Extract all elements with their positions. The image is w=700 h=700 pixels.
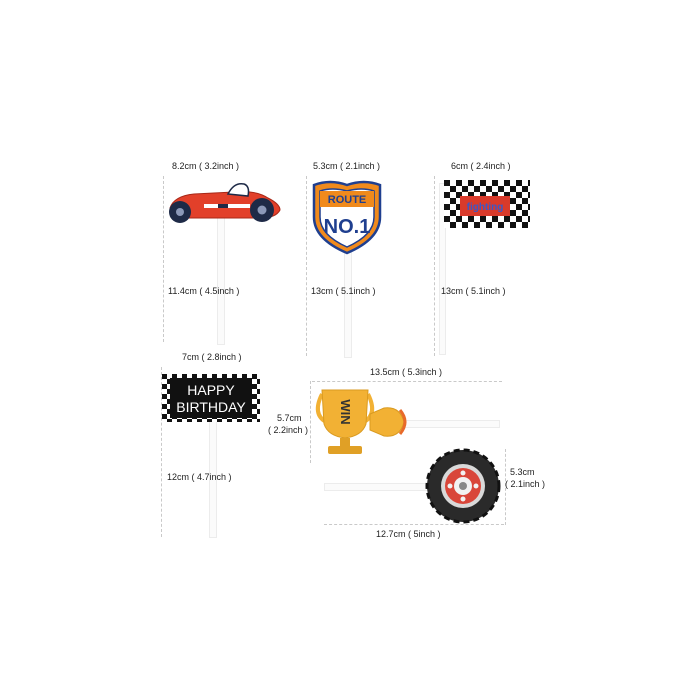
tire-guide-right	[505, 449, 506, 525]
tire-guide-bottom	[324, 524, 504, 525]
tire-height-label-1: 5.3cm	[510, 467, 535, 477]
flag-width-label: 6cm ( 2.4inch )	[451, 161, 511, 171]
flag-pole	[439, 183, 446, 355]
tire-icon	[425, 448, 501, 524]
route-height-label: 13cm ( 5.1inch )	[311, 286, 376, 296]
car-guide-left	[163, 176, 164, 342]
trophy-height-label-1: 5.7cm	[277, 413, 302, 423]
route-stick	[344, 250, 352, 358]
route-sign-icon: ROUTE NO.1	[312, 180, 382, 255]
tire-width-label: 12.7cm ( 5inch )	[376, 529, 441, 539]
birthday-height-label: 12cm ( 4.7inch )	[167, 472, 232, 482]
birthday-line2: BIRTHDAY	[176, 399, 246, 415]
car-width-label: 8.2cm ( 3.2inch )	[172, 161, 240, 171]
flag-height-label: 13cm ( 5.1inch )	[441, 286, 506, 296]
trophy-text: WIN	[338, 399, 353, 424]
trophy-stick	[400, 420, 500, 428]
trophy-guide-left	[310, 381, 311, 463]
trophy-icon: WIN	[315, 389, 407, 454]
flag-text: fighting	[467, 202, 504, 213]
tire-height-label-2: ( 2.1inch )	[505, 479, 546, 489]
route-guide-left	[306, 176, 307, 356]
race-car-icon	[169, 182, 281, 223]
car-stick	[217, 214, 225, 345]
trophy-height-label-2: ( 2.2inch )	[268, 425, 309, 435]
checkered-flag-icon: fighting	[444, 180, 530, 228]
route-main-text: NO.1	[324, 216, 371, 238]
tire-stick	[324, 483, 436, 491]
trophy-width-label: 13.5cm ( 5.3inch )	[370, 367, 443, 377]
birthday-line1: HAPPY	[187, 382, 235, 398]
car-height-label: 11.4cm ( 4.5inch )	[168, 286, 240, 296]
route-width-label: 5.3cm ( 2.1inch )	[313, 161, 381, 171]
trophy-guide-top	[312, 381, 502, 382]
route-top-text: ROUTE	[328, 194, 367, 206]
birthday-sign-icon: HAPPY BIRTHDAY	[162, 374, 260, 422]
birthday-width-label: 7cm ( 2.8inch )	[182, 352, 242, 362]
birthday-guide-left	[161, 367, 162, 537]
flag-guide-left	[434, 176, 435, 356]
